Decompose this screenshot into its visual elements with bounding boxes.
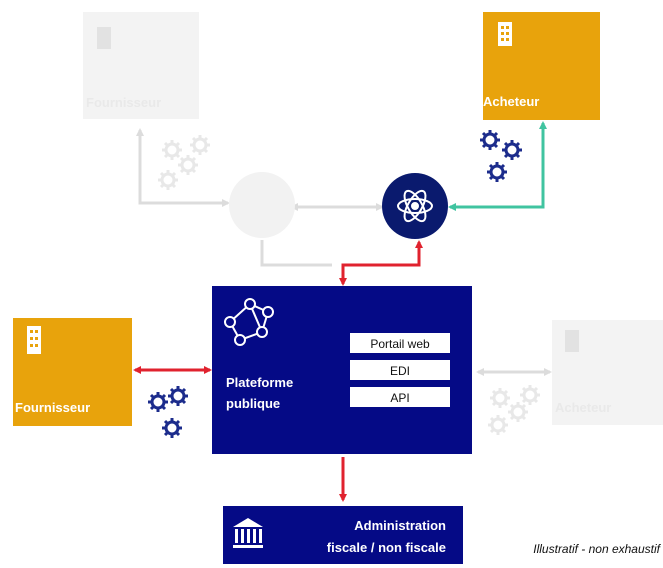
faded-hub-to-platform-connector [260,240,332,267]
channel-portail-web: Portail web [350,333,450,353]
channel-api: API [350,387,450,407]
administration-box [223,506,463,564]
gears-icon-buyer [478,128,524,184]
faded-connectors [136,128,552,376]
gears-icon-supplier [146,384,190,440]
network-nodes-icon [224,298,274,346]
buyer-top-label: Acheteur [483,94,539,109]
platform-label-line2: publique [226,396,280,411]
administration-label-line1: Administration [354,518,446,533]
supplier-left-node: Fournisseur [13,318,132,426]
active-connectors [133,121,547,502]
platform-label-line1: Plateforme [226,375,293,390]
building-icon [565,330,579,352]
supplier-left-label: Fournisseur [15,400,90,415]
platform-to-operator-connector [339,240,423,286]
administration-node: Administration fiscale / non fiscale [223,506,463,564]
illustrative-note: Illustratif - non exhaustif [533,542,661,556]
channel-edi: EDI [350,360,450,380]
faded-supplier-top-label: Fournisseur [86,95,161,110]
channel-edi-label: EDI [390,364,410,378]
circle-hub-icon [229,172,295,238]
administration-label-line2: fiscale / non fiscale [327,540,446,555]
faded-gears-right [486,383,542,437]
atom-icon [397,189,433,223]
faded-buyer-right-node: Acheteur [552,320,663,425]
faded-buyer-right-label: Acheteur [555,400,611,415]
faded-gears-top [156,133,212,192]
building-icon [27,326,41,354]
operator-node [382,173,448,239]
faded-hub-node [229,172,295,238]
buyer-top-node: Acheteur [483,12,600,120]
bank-building-icon [233,518,263,548]
building-icon [498,22,512,46]
channel-portail-web-label: Portail web [370,337,430,351]
operator-to-buyer-connector [448,121,547,211]
platform-node: Plateforme publique Portail web EDI API [212,286,472,454]
channel-api-label: API [390,391,409,405]
faded-supplier-top-node: Fournisseur [83,12,199,119]
faded-supplier-to-hub-connector [136,128,230,207]
building-icon [97,27,111,49]
